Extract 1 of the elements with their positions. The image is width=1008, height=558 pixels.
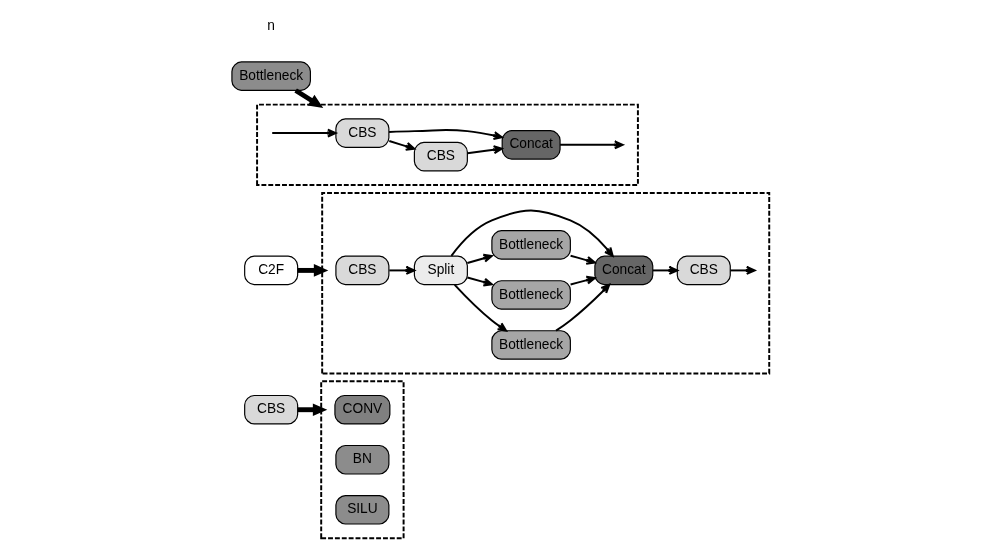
label: n bbox=[266, 17, 275, 33]
